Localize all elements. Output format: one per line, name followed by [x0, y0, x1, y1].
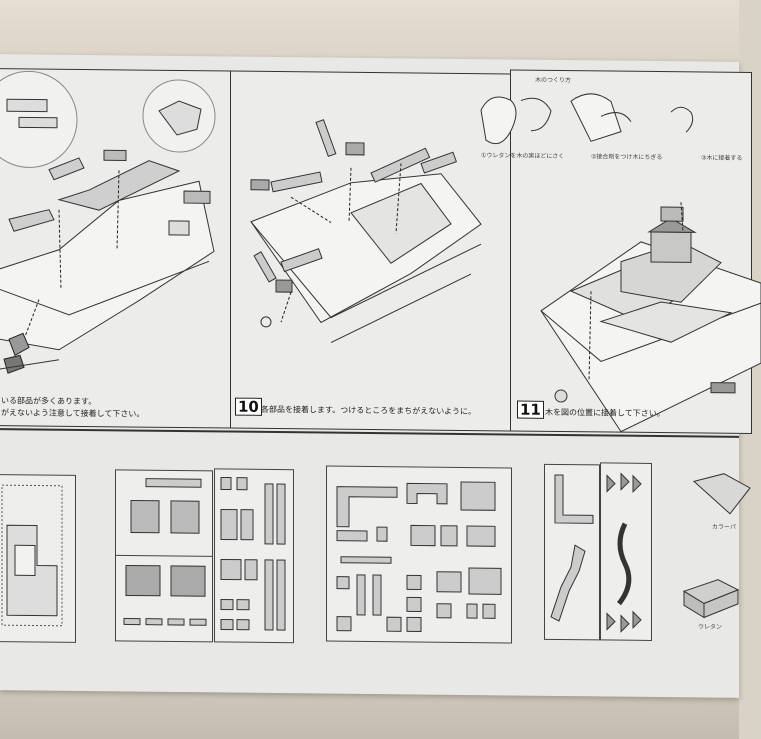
- runner-walls: [544, 463, 600, 641]
- background-table-bottom: [0, 690, 739, 739]
- runner-castle-base: [0, 474, 76, 643]
- instruction-sheet: いる部品が多くあります。 がえないよう注意して接着して下さい。 10 各部品を接…: [0, 54, 761, 698]
- runner-trees: [600, 462, 652, 641]
- step-11-caption: 木を図の位置に接着して下さい。: [545, 407, 665, 419]
- step-11-castle-illustration: [540, 202, 761, 433]
- tree-hint-2: ②接合剤をつけ木にちぎる: [591, 153, 663, 162]
- step-11-number: 11: [517, 400, 544, 419]
- color-part-label: カラーパ: [712, 523, 736, 531]
- color-part-illustration: [692, 473, 751, 515]
- step-9-caption-line2: がえないよう注意して接着して下さい。: [1, 408, 145, 419]
- step-9-illustration: [0, 70, 216, 374]
- step-9-panel: いる部品が多くあります。 がえないよう注意して接着して下さい。: [0, 68, 232, 429]
- step-10-illustration: [250, 119, 482, 344]
- urethane-block-illustration: [682, 579, 740, 619]
- step-9-caption-line1: いる部品が多くあります。: [1, 396, 97, 407]
- hand-instruction-illustration: [480, 93, 694, 145]
- step-10-caption: 各部品を接着します。つけるところをまちがえないように。: [261, 404, 477, 417]
- tree-hint-3: ③木に接着する: [701, 154, 743, 162]
- runner-parts-b: [214, 468, 294, 644]
- runner-parts-c: [326, 465, 512, 644]
- runner-parts-a: [115, 469, 213, 643]
- tree-hint-1: ①ウレタンを木の実ほどにさく: [481, 152, 565, 161]
- step-10-number: 10: [235, 397, 262, 416]
- step-11-panel: 木のつくり方 ①ウレタンを木の実ほどにさく ②接合剤をつけ木にちぎる ③木に接着…: [480, 69, 761, 435]
- urethane-label: ウレタン: [698, 623, 723, 631]
- step-10-panel: 10 各部品を接着します。つけるところをまちがえないように。: [230, 70, 512, 432]
- background-table-top: [0, 0, 739, 60]
